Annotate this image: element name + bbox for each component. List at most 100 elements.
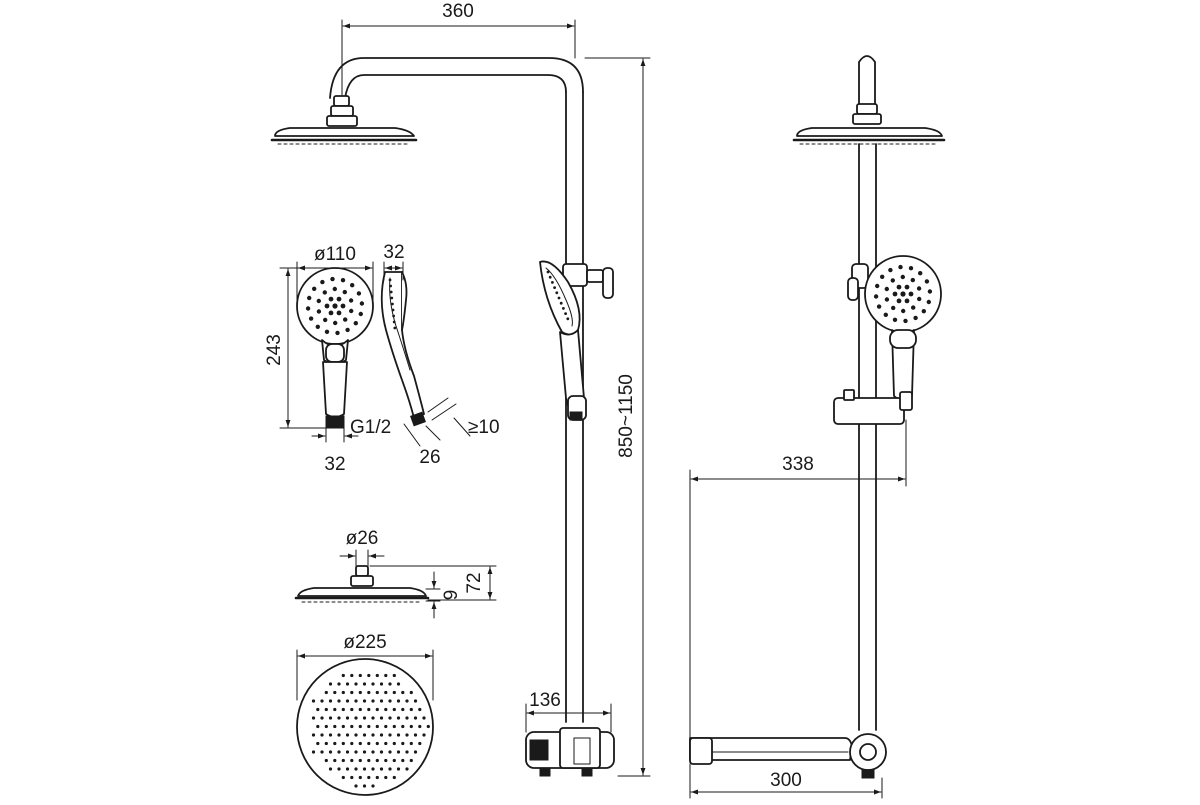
nozzle-dot xyxy=(405,699,409,703)
dim-label-360: 360 xyxy=(442,1,474,22)
nozzle-dot xyxy=(311,733,316,737)
nozzle-dot xyxy=(315,324,320,329)
rain-nozzle-pattern xyxy=(311,673,430,788)
hand-nozzle-pattern-front xyxy=(305,276,365,336)
nozzle-dot xyxy=(341,758,345,763)
nozzle-dot xyxy=(391,308,395,312)
nozzle-dot xyxy=(354,784,358,788)
nozzle-dot xyxy=(350,283,355,288)
nozzle-dot xyxy=(375,775,379,780)
nozzle-dot xyxy=(367,690,371,695)
nozzle-dot xyxy=(341,724,345,729)
nozzle-dot xyxy=(390,296,394,300)
hand-nozzle-pattern-side xyxy=(388,270,570,330)
nozzle-dot xyxy=(367,741,371,746)
nozzle-dot xyxy=(418,741,422,746)
nozzle-dot xyxy=(341,741,345,746)
nozzle-dot xyxy=(333,320,338,326)
nozzle-dot xyxy=(401,707,405,712)
nozzle-dot xyxy=(333,690,337,695)
nozzle-dot xyxy=(384,690,388,695)
nozzle-dot xyxy=(312,286,317,291)
nozzle-dot xyxy=(891,305,896,311)
nozzle-dot xyxy=(396,716,401,720)
nozzle-dot xyxy=(308,316,314,321)
side-riser xyxy=(858,143,877,731)
nozzle-dot xyxy=(551,281,554,284)
nozzle-dot xyxy=(883,312,888,317)
nozzle-dot xyxy=(328,750,333,754)
nozzle-dot xyxy=(371,699,375,703)
nozzle-dot xyxy=(566,317,570,321)
nozzle-dot xyxy=(375,707,379,712)
nozzle-dot xyxy=(375,758,379,763)
nozzle-dot xyxy=(911,305,916,310)
nozzle-dot xyxy=(384,775,388,780)
nozzle-dot xyxy=(324,707,328,712)
nozzle-dot xyxy=(908,291,914,297)
nozzle-dot xyxy=(384,724,388,729)
dimension-arm-reach: 360 xyxy=(341,1,576,96)
nozzle-dot xyxy=(345,767,350,771)
nozzle-dot xyxy=(350,775,354,780)
side-mixer xyxy=(689,733,887,779)
nozzle-dot xyxy=(371,750,375,754)
nozzle-dot xyxy=(562,307,565,310)
nozzle-dot xyxy=(324,741,328,746)
nozzle-dot xyxy=(371,682,375,686)
dimension-hand-depth: 32 xyxy=(383,242,405,281)
side-arm xyxy=(852,55,882,125)
nozzle-dot xyxy=(311,699,316,703)
nozzle-dot xyxy=(324,758,328,763)
nozzle-dot xyxy=(316,298,321,304)
nozzle-dot xyxy=(322,290,327,295)
nozzle-dot xyxy=(546,270,550,274)
nozzle-dot xyxy=(375,673,379,678)
nozzle-dot xyxy=(389,290,393,294)
nozzle-dot xyxy=(884,297,890,302)
nozzle-dot xyxy=(320,699,324,703)
nozzle-dot xyxy=(323,317,328,323)
nozzle-dot xyxy=(409,758,413,763)
nozzle-dot xyxy=(918,271,923,276)
nozzle-dot xyxy=(396,767,401,771)
nozzle-dot xyxy=(401,690,405,695)
nozzle-dot xyxy=(880,274,885,279)
nozzle-dot xyxy=(358,758,362,763)
nozzle-dot xyxy=(884,286,889,292)
dimension-mixer-depth: 300 xyxy=(689,763,883,799)
nozzle-dot xyxy=(359,301,365,306)
front-view: 360 850~1150 136 xyxy=(270,1,651,777)
nozzle-dot xyxy=(379,733,384,737)
nozzle-dot xyxy=(328,682,333,686)
nozzle-dot xyxy=(324,690,328,695)
nozzle-dot xyxy=(358,311,363,317)
nozzle-dot xyxy=(358,707,362,712)
nozzle-dot xyxy=(388,733,392,737)
label-g12: G1/2 xyxy=(350,417,391,438)
nozzle-dot xyxy=(354,699,358,703)
nozzle-dot xyxy=(564,312,567,315)
nozzle-dot xyxy=(916,286,922,291)
nozzle-dot xyxy=(341,690,345,695)
nozzle-dot xyxy=(305,306,311,311)
dim-label-243: 243 xyxy=(264,334,285,366)
nozzle-dot xyxy=(337,750,341,754)
nozzle-dot xyxy=(362,682,367,686)
nozzle-dot xyxy=(405,767,409,771)
nozzle-dot xyxy=(392,724,396,729)
nozzle-dot xyxy=(375,690,379,695)
nozzle-dot xyxy=(926,299,931,305)
nozzle-dot xyxy=(358,741,362,746)
nozzle-dot xyxy=(358,724,362,729)
nozzle-dot xyxy=(388,750,392,754)
dimension-hand-diameter: ø110 xyxy=(296,244,374,301)
dim-label-d110: ø110 xyxy=(314,244,356,265)
hand-shower-side-detail: 32 ≥10 26 xyxy=(380,242,500,468)
nozzle-dot xyxy=(392,775,396,780)
nozzle-dot xyxy=(358,775,362,780)
nozzle-dot xyxy=(405,716,409,720)
nozzle-dot xyxy=(548,275,552,279)
nozzle-dot xyxy=(900,291,906,297)
nozzle-dot xyxy=(333,724,337,729)
